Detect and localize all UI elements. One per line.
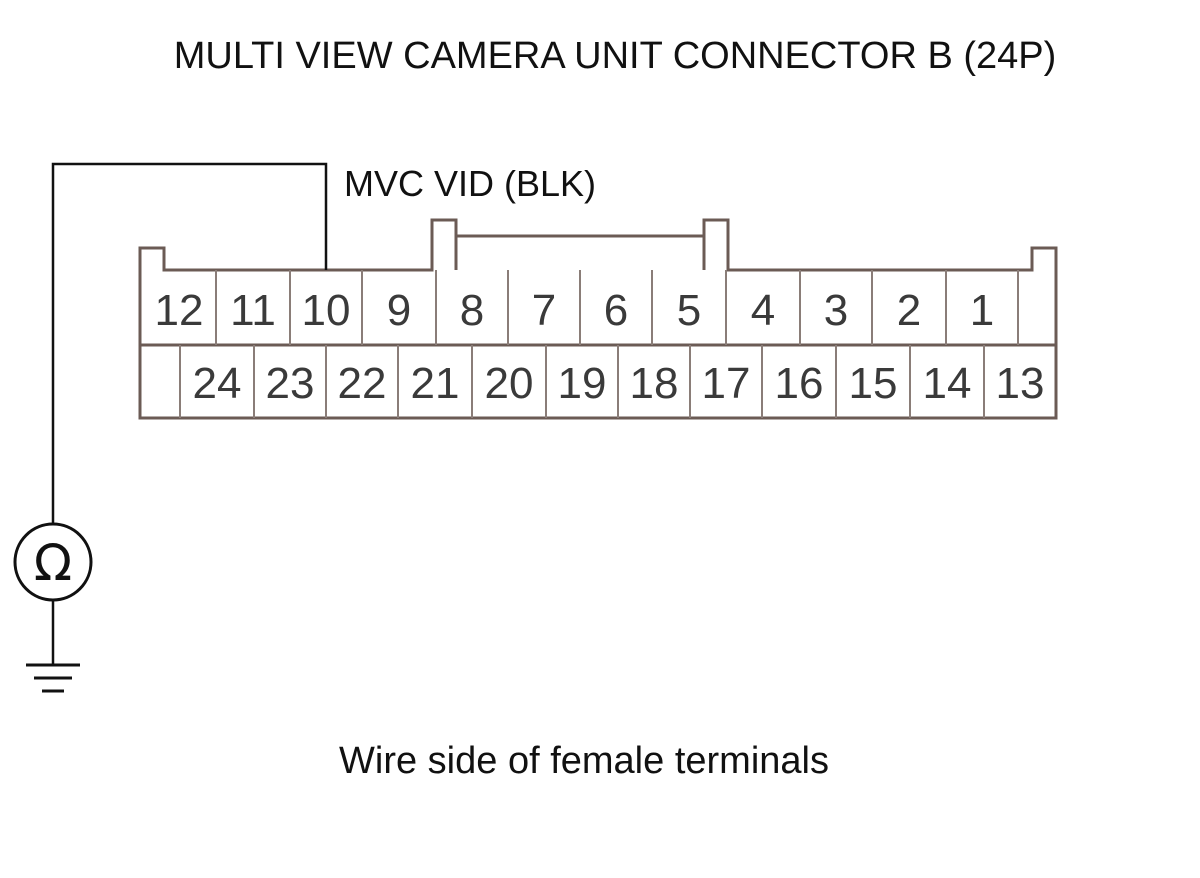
footer-caption: Wire side of female terminals bbox=[339, 740, 829, 782]
top-row-terminals: 12 11 10 9 8 7 6 5 4 3 2 1 bbox=[155, 286, 995, 335]
terminal-12: 12 bbox=[155, 286, 204, 335]
terminal-9: 9 bbox=[387, 286, 411, 335]
terminal-8: 8 bbox=[460, 286, 484, 335]
terminal-2: 2 bbox=[897, 286, 921, 335]
wire-label: MVC VID (BLK) bbox=[344, 163, 596, 204]
ohmmeter-icon: Ω bbox=[13, 522, 93, 602]
diagram-title: MULTI VIEW CAMERA UNIT CONNECTOR B (24P) bbox=[174, 35, 1057, 77]
bottom-row-terminals: 24 23 22 21 20 19 18 17 16 15 14 13 bbox=[193, 359, 1045, 408]
terminal-6: 6 bbox=[604, 286, 628, 335]
terminal-11: 11 bbox=[230, 286, 276, 335]
terminal-5: 5 bbox=[677, 286, 701, 335]
terminal-10: 10 bbox=[302, 286, 351, 335]
terminal-19: 19 bbox=[558, 359, 607, 408]
test-lead-wire bbox=[51, 162, 328, 523]
terminal-4: 4 bbox=[751, 286, 775, 335]
terminal-18: 18 bbox=[630, 359, 679, 408]
terminal-16: 16 bbox=[775, 359, 824, 408]
bottom-row-dividers bbox=[179, 345, 985, 418]
terminal-24: 24 bbox=[193, 359, 242, 408]
ground-icon bbox=[26, 663, 80, 693]
terminal-14: 14 bbox=[923, 359, 972, 408]
top-row-dividers bbox=[215, 270, 1019, 345]
terminal-7: 7 bbox=[532, 286, 556, 335]
connector-lock-tab bbox=[454, 236, 706, 270]
terminal-3: 3 bbox=[824, 286, 848, 335]
terminal-17: 17 bbox=[702, 359, 751, 408]
terminal-20: 20 bbox=[485, 359, 534, 408]
terminal-15: 15 bbox=[849, 359, 898, 408]
terminal-23: 23 bbox=[266, 359, 315, 408]
terminal-22: 22 bbox=[338, 359, 387, 408]
ohm-symbol: Ω bbox=[34, 534, 72, 592]
terminal-13: 13 bbox=[996, 359, 1045, 408]
terminal-1: 1 bbox=[970, 286, 994, 335]
terminal-21: 21 bbox=[411, 359, 460, 408]
